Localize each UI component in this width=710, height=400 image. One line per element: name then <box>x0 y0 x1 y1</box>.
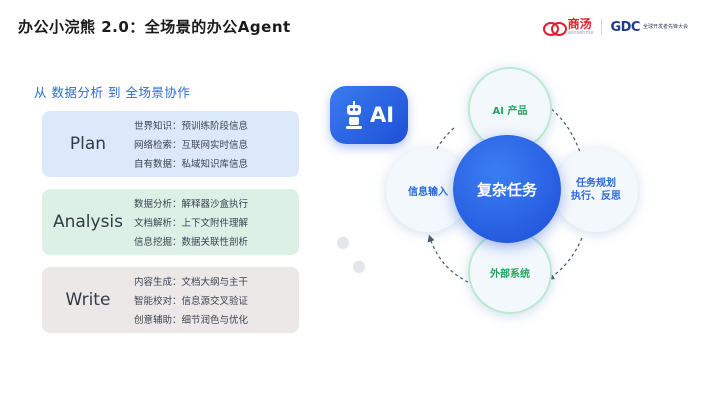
ai-badge: AI <box>330 86 408 144</box>
card-title: Plan <box>69 134 107 154</box>
node-task-planning-line1: 任务规划 <box>576 177 616 189</box>
section-subtitle: 从 数据分析 到 全场景协作 <box>34 85 191 100</box>
node-task-planning-line2: 执行、反思 <box>571 191 621 202</box>
gdc-logo-text: 全球开发者先锋大会 <box>642 24 688 30</box>
capability-card-plan: Plan 世界知识：预训练阶段信息 网络检索：互联网实时信息 自有数据：私域知识… <box>42 111 299 177</box>
card-line: 内容生成：文档大纲与主干 <box>134 277 249 288</box>
node-complex-task: 复杂任务 <box>453 135 561 243</box>
gdc-logo: GDC 全球开发者先锋大会 <box>610 20 688 35</box>
sensetime-mark-icon <box>542 20 567 36</box>
card-line: 世界知识：预训练阶段信息 <box>134 121 249 132</box>
card-line: 创意辅助：细节润色与优化 <box>134 315 249 326</box>
card-title: Write <box>65 290 111 310</box>
ai-badge-label: AI <box>369 103 395 127</box>
sensetime-logo: 商汤 sensetime <box>542 17 594 36</box>
page-title: 办公小浣熊 2.0：全场景的办公Agent <box>18 18 291 36</box>
logo-group: 商汤 sensetime GDC 全球开发者先锋大会 <box>542 17 688 36</box>
logo-divider <box>601 19 603 35</box>
card-line: 信息挖掘：数据关联性剖析 <box>134 237 249 248</box>
node-task-planning: 任务规划 执行、反思 <box>554 148 638 232</box>
card-line: 数据分析：解释器沙盒执行 <box>134 199 249 210</box>
capability-card-write: Write 内容生成：文档大纲与主干 智能校对：信息源交叉验证 创意辅助：细节润… <box>42 267 299 333</box>
sensetime-logo-text: 商汤 <box>567 17 592 31</box>
card-line: 自有数据：私域知识库信息 <box>134 159 249 170</box>
sensetime-logo-sub: sensetime <box>567 30 594 36</box>
card-line: 智能校对：信息源交叉验证 <box>134 296 249 307</box>
capability-card-analysis: Analysis 数据分析：解释器沙盒执行 文档解析：上下文附件理解 信息挖掘：… <box>42 189 299 255</box>
card-line: 文档解析：上下文附件理解 <box>134 218 249 229</box>
card-line: 网络检索：互联网实时信息 <box>134 140 249 151</box>
card-title: Analysis <box>52 212 124 232</box>
task-cycle-diagram: AI 产品 信息输入 任务规划 执行、反思 外部系统 复杂任务 <box>370 60 638 320</box>
robot-icon <box>344 101 364 129</box>
paw-print-icon: ● <box>352 256 366 275</box>
gdc-logo-mark: GDC <box>610 19 640 35</box>
paw-print-icon: ● <box>336 232 350 251</box>
